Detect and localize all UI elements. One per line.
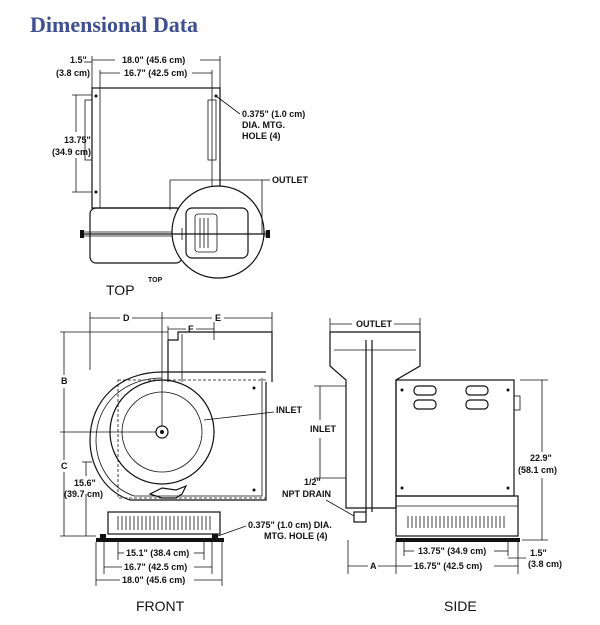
front-dim-18-0: 18.0" (45.6 cm): [122, 575, 185, 585]
side-outlet-label: OUTLET: [356, 319, 392, 329]
front-dim-b: B: [61, 376, 68, 386]
top-dim-13-75: 13.75": [64, 135, 91, 145]
top-small-label: TOP: [148, 277, 163, 284]
top-outlet-label: OUTLET: [272, 175, 308, 185]
top-view: OUTLET 18.0" (45.6 cm) 16.7" (42.5 cm) 1…: [52, 55, 308, 298]
top-hole-line2: DIA. MTG.: [242, 120, 285, 130]
front-hole-line2: MTG. HOLE (4): [264, 531, 328, 541]
side-dim-a: A: [370, 561, 377, 571]
front-scroll: [89, 371, 267, 501]
side-inlet-label: INLET: [310, 424, 337, 434]
top-hole-line1: 0.375" (1.0 cm): [242, 109, 305, 119]
side-dim-13-75: 13.75" (34.9 cm): [418, 546, 486, 556]
front-view: D E F B C 15.6" (39.7 cm) INLET 0.375" (…: [60, 312, 332, 614]
top-dim-3-8: (3.8 cm): [56, 68, 90, 78]
front-dim-d: D: [123, 313, 130, 323]
side-body: [395, 379, 515, 497]
side-view: OUTLET: [282, 318, 562, 614]
side-funnel: [329, 331, 421, 509]
top-dim-16-7: 16.7" (42.5 cm): [124, 68, 187, 78]
side-dim-16-75: 16.75" (42.5 cm): [414, 561, 482, 571]
front-dim-39-7: (39.7 cm): [64, 489, 103, 499]
front-view-label: FRONT: [136, 598, 185, 614]
front-vents: [117, 516, 211, 530]
side-dim-1-5: 1.5": [530, 548, 547, 558]
top-view-label: TOP: [106, 282, 135, 298]
front-dim-15-1: 15.1" (38.4 cm): [126, 548, 189, 558]
top-hole-line3: HOLE (4): [242, 131, 281, 141]
front-inlet-dashed: [117, 379, 267, 499]
side-dim-22-9: 22.9": [530, 453, 552, 463]
front-logo: [148, 484, 188, 499]
top-lower-body: [89, 207, 183, 264]
front-base: [107, 511, 221, 535]
side-drain: [353, 511, 367, 523]
front-hole-line1: 0.375" (1.0 cm) DIA.: [248, 520, 332, 530]
page-title: Dimensional Data: [30, 12, 199, 37]
side-dim-58-1: (58.1 cm): [518, 465, 557, 475]
side-drain-line1: 1/2": [304, 477, 321, 487]
front-dim-16-7: 16.7" (42.5 cm): [124, 562, 187, 572]
front-dim-f: F: [188, 324, 194, 334]
front-inlet-label: INLET: [276, 405, 303, 415]
top-outlet-circle: [171, 185, 265, 279]
top-dim-34-9: (34.9 cm): [52, 147, 91, 157]
side-vents: [407, 516, 505, 528]
top-dim-18: 18.0" (45.6 cm): [122, 55, 185, 65]
front-dim-e: E: [215, 313, 221, 323]
side-dim-3-8: (3.8 cm): [528, 559, 562, 569]
front-dim-c: C: [61, 461, 68, 471]
front-dim-15-6: 15.6": [74, 478, 96, 488]
side-view-label: SIDE: [444, 598, 477, 614]
side-base: [395, 495, 519, 537]
top-dim-1-5: 1.5": [70, 55, 87, 65]
side-drain-line2: NPT DRAIN: [282, 489, 331, 499]
